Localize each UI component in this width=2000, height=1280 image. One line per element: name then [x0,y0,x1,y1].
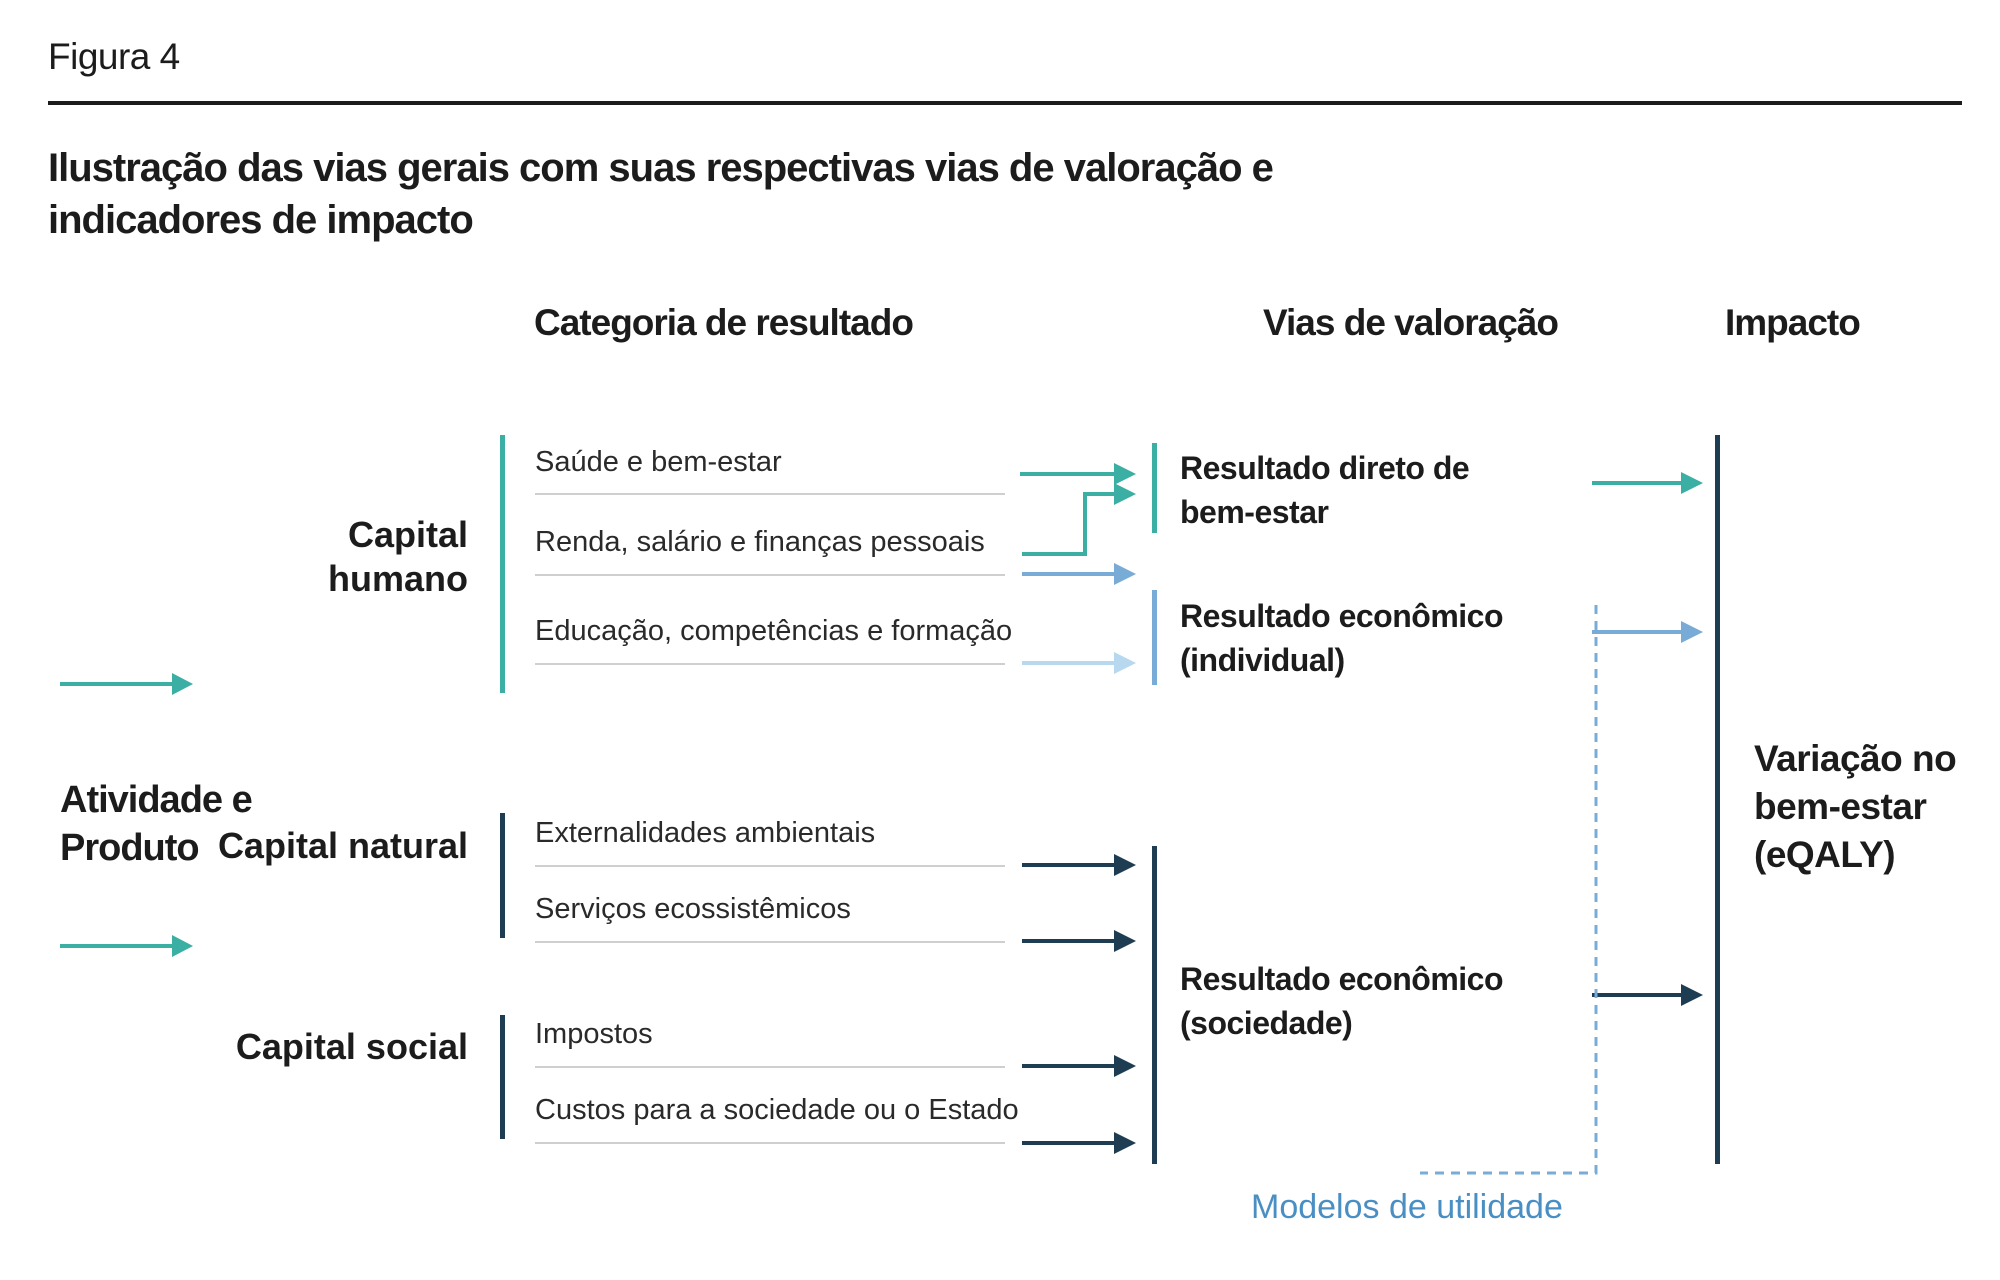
capital-human-bar [500,435,505,693]
header-impact: Impacto [1725,302,1861,343]
capital-social-label: Capital social [235,1026,468,1067]
arrow-individual-impact [1592,621,1703,643]
item-education-rule [535,663,1005,665]
item-environment: Externalidades ambientais [535,817,876,849]
result-individual-bar [1152,590,1157,685]
arrow-environment-society [1022,854,1136,876]
item-health: Saúde e bem-estar [535,446,782,478]
item-costs: Custos para a sociedade ou o Estado [535,1094,1019,1126]
impact-bar [1715,435,1720,1164]
item-education: Educação, competências e formação [535,615,1013,647]
header-valuation-paths: Vias de valoração [1263,302,1559,343]
capital-natural-bar [500,813,505,938]
item-taxes-rule [535,1066,1005,1068]
arrow-income-individual [1022,563,1136,585]
result-economic-society: Resultado econômico (sociedade) [1180,961,1504,1041]
capital-social-bar [500,1015,505,1139]
item-ecosystem: Serviços ecossistêmicos [535,893,851,925]
arrow-income-wellbeing [1022,483,1136,556]
item-income-rule [535,574,1005,576]
header-outcome-category: Categoria de resultado [534,302,914,343]
utility-models-dashed-connector [1420,605,1598,1175]
arrow-ecosystem-society [1022,930,1136,952]
capital-human-label: Capital humano [328,514,468,599]
utility-models-label: Modelos de utilidade [1251,1188,1563,1226]
arrow-society-impact [1592,984,1703,1006]
capital-natural-label: Capital natural [217,825,468,866]
result-wellbeing: Resultado direto de bem-estar [1180,450,1470,530]
activity-arrow-bottom [60,935,193,957]
arrow-taxes-society [1022,1055,1136,1077]
figure-title: Ilustração das vias gerais com suas resp… [48,146,1274,242]
result-wellbeing-bar [1152,443,1157,533]
activity-output-label: Atividade e Produto [60,779,253,869]
arrow-wellbeing-impact [1592,472,1703,494]
item-taxes: Impostos [535,1018,653,1050]
arrow-costs-society [1022,1132,1136,1154]
item-income: Renda, salário e finanças pessoais [535,526,985,558]
top-divider [48,101,1962,105]
arrow-education-individual [1022,652,1136,674]
item-environment-rule [535,865,1005,867]
item-costs-rule [535,1142,1005,1144]
impact-eqaly-label: Variação no bem-estar (eQALY) [1754,738,1957,875]
result-economic-individual: Resultado econômico (individual) [1180,598,1504,678]
item-ecosystem-rule [535,941,1005,943]
arrow-health-wellbeing [1020,463,1136,485]
figure-label: Figura 4 [48,36,180,77]
item-health-rule [535,493,1005,495]
result-society-bar [1152,846,1157,1164]
activity-arrow-top [60,673,193,695]
